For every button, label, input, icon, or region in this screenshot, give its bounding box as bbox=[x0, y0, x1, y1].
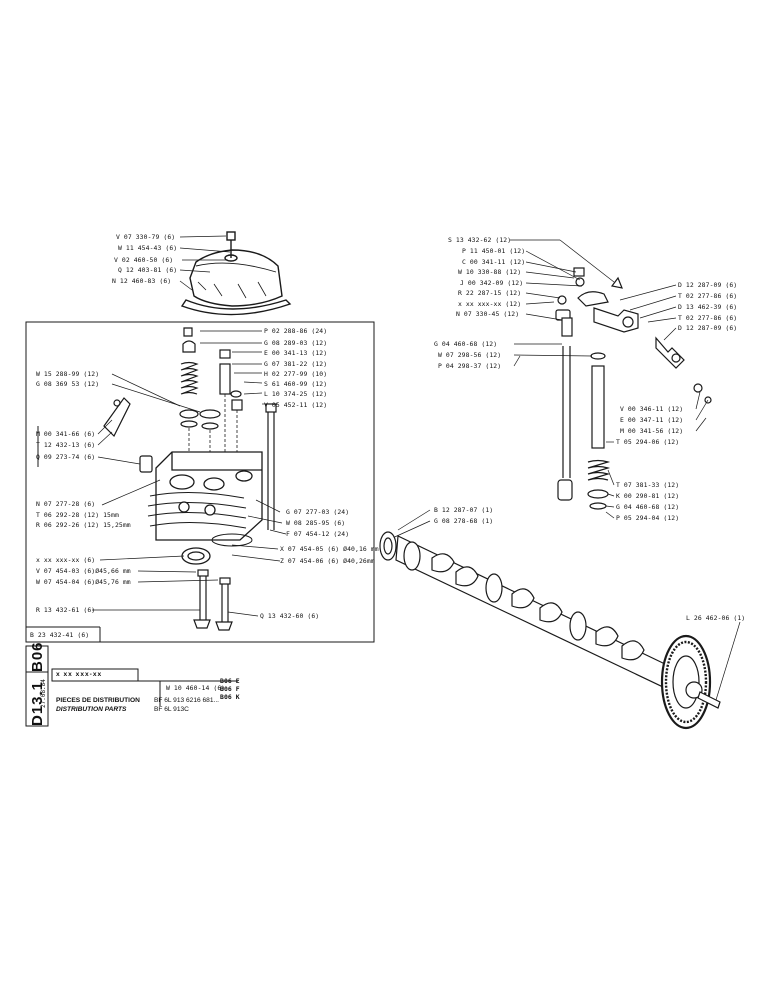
push-rods bbox=[557, 317, 611, 510]
part-label: D 12 287-09 (6) bbox=[678, 281, 738, 289]
part-label: B 12 287-07 (1) bbox=[434, 506, 494, 514]
part-label: N 07 277-28 (6) bbox=[36, 500, 96, 508]
part-label: P 02 288-86 (24) bbox=[264, 327, 328, 335]
part-label: P 05 294-04 (12) bbox=[616, 514, 680, 522]
part-label: X 07 454-05 (6) Ø40,16 mm bbox=[280, 545, 379, 553]
part-label: W 10 330-88 (12) bbox=[458, 268, 522, 276]
title-french: PIECES DE DISTRIBUTION bbox=[56, 697, 140, 704]
part-label: E 00 347-11 (12) bbox=[620, 416, 684, 424]
part-label: x xx xxx-xx (6) bbox=[36, 556, 96, 564]
engine-model-1: BF 6L 913 6216 681... bbox=[154, 697, 220, 704]
part-label: C 00 341-11 (12) bbox=[462, 258, 526, 266]
part-label: D 13 462-39 (6) bbox=[678, 303, 738, 311]
part-label: G 04 460-68 (12) bbox=[616, 503, 680, 511]
rocker-bracket bbox=[103, 397, 153, 473]
part-label: E 00 341-13 (12) bbox=[264, 349, 328, 357]
valve-cover bbox=[180, 231, 292, 316]
part-label: R 13 432-61 (6) bbox=[36, 606, 96, 614]
part-label: R 06 292-26 (12) 15,25mm bbox=[36, 521, 131, 529]
part-label: L 10 374-25 (12) bbox=[264, 390, 328, 398]
part-label: Q 13 432-60 (6) bbox=[260, 612, 320, 620]
part-label: W 07 298-56 (12) bbox=[438, 351, 502, 359]
part-label: D 12 287-09 (6) bbox=[678, 324, 738, 332]
part-label: V 07 330-79 (6) bbox=[116, 233, 176, 241]
part-label: L 26 462-06 (1) bbox=[686, 614, 746, 622]
part-label: W 07 454-04 (6)Ø45,76 mm bbox=[36, 578, 131, 586]
part-label: V 02 460-50 (6) bbox=[114, 256, 174, 264]
part-label: T 07 381-33 (12) bbox=[616, 481, 680, 489]
part-label: T 06 292-28 (12) 15mm bbox=[36, 511, 119, 519]
part-label: T 12 432-13 (6) bbox=[36, 441, 96, 449]
part-label: M 00 341-56 (12) bbox=[620, 427, 684, 435]
cylinder-head bbox=[147, 451, 263, 565]
part-label: P 11 450-01 (12) bbox=[462, 247, 526, 255]
part-label: F 07 454-12 (24) bbox=[286, 530, 350, 538]
part-label: R 22 287-15 (12) bbox=[458, 289, 522, 297]
part-label: G 08 369 53 (12) bbox=[36, 380, 100, 388]
part-label: H 02 277-99 (10) bbox=[264, 370, 328, 378]
title-english: DISTRIBUTION PARTS bbox=[56, 706, 127, 713]
part-label: W 15 288-99 (12) bbox=[36, 370, 100, 378]
part-label: G 04 460-68 (12) bbox=[434, 340, 498, 348]
part-label: G 07 381-22 (12) bbox=[264, 360, 328, 368]
part-label: T 02 277-86 (6) bbox=[678, 292, 738, 300]
variant-f: B06 F bbox=[220, 685, 240, 693]
part-label: W 08 285-95 (6) bbox=[286, 519, 346, 527]
part-label: G 08 289-03 (12) bbox=[264, 339, 328, 347]
rocker-assembly bbox=[555, 267, 712, 404]
reference-number: x xx xxx-xx bbox=[56, 671, 103, 678]
part-label: Q 12 403-81 (6) bbox=[118, 266, 178, 274]
part-label: V 00 346-11 (12) bbox=[620, 405, 684, 413]
part-label: x xx xxx-xx (12) bbox=[458, 300, 522, 308]
part-label: W 11 454-43 (6) bbox=[118, 244, 178, 252]
part-label: M 00 341-66 (6) bbox=[36, 430, 96, 438]
leader-lines-right bbox=[387, 239, 741, 701]
part-label: N 12 460-83 (6) bbox=[112, 277, 172, 285]
part-label: Q 09 273-74 (6) bbox=[36, 453, 96, 461]
valves bbox=[193, 569, 233, 631]
part-label: Z 07 454-06 (6) Ø40,26mm bbox=[280, 557, 375, 565]
camshaft bbox=[379, 531, 721, 730]
variant-k: B06 K bbox=[220, 693, 240, 701]
part-label: V 07 454-03 (6)Ø45,66 mm bbox=[36, 567, 131, 575]
part-label: B 23 432-41 (6) bbox=[30, 631, 90, 639]
section-code: B06 bbox=[29, 641, 46, 672]
part-label: T 05 294-06 (12) bbox=[616, 438, 680, 446]
part-label: V 05 452-11 (12) bbox=[264, 401, 328, 409]
variant-e: B06 E bbox=[220, 677, 240, 685]
note-w10460: W 10 460-14 (6) bbox=[166, 684, 226, 692]
revision-date: 27.08.84 bbox=[40, 679, 47, 708]
part-label: S 61 460-99 (12) bbox=[264, 380, 328, 388]
part-label: N 07 330-45 (12) bbox=[456, 310, 520, 318]
part-label: G 08 278-68 (1) bbox=[434, 517, 494, 525]
engine-model-2: BF 6L 913C bbox=[154, 706, 189, 713]
part-label: S 13 432-62 (12) bbox=[448, 236, 512, 244]
leader-lines-left bbox=[92, 235, 287, 617]
part-label: K 00 290-81 (12) bbox=[616, 492, 680, 500]
part-label: T 02 277-86 (6) bbox=[678, 314, 738, 322]
part-label: J 00 342-09 (12) bbox=[460, 279, 524, 287]
cylinder-head-frame bbox=[25, 321, 375, 643]
part-label: P 04 298-37 (12) bbox=[438, 362, 502, 370]
part-label: G 07 277-03 (24) bbox=[286, 508, 350, 516]
